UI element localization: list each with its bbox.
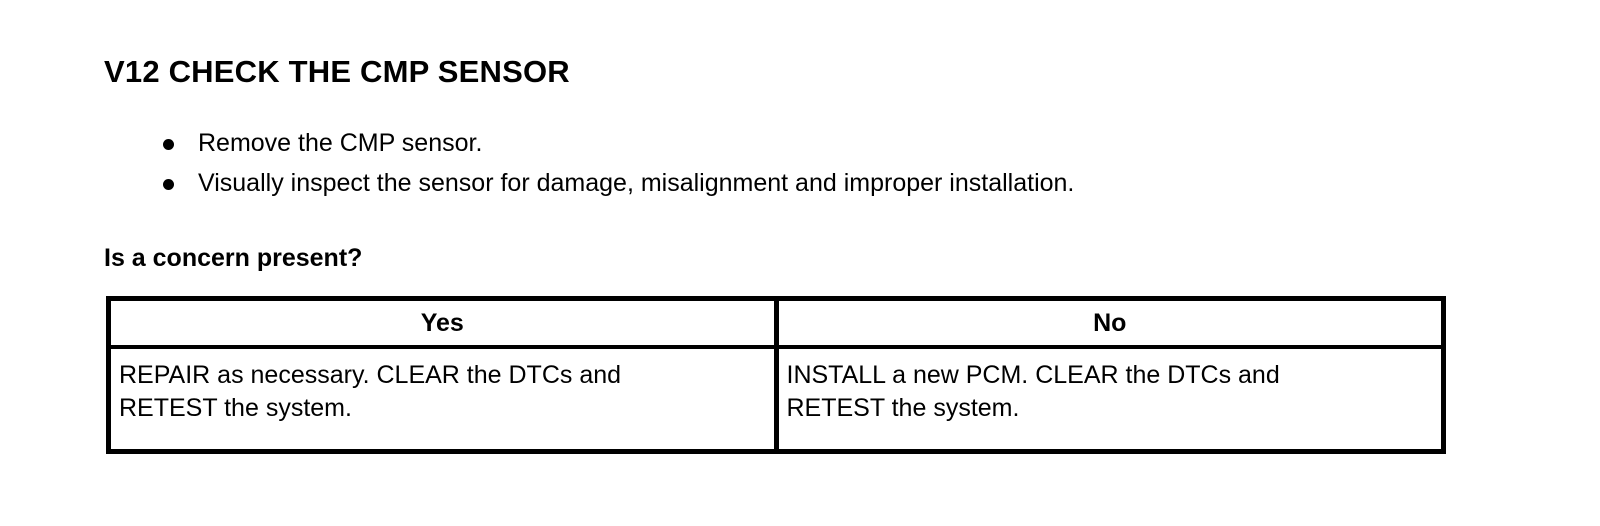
table-header-yes: Yes [111, 301, 779, 349]
cell-line: RETEST the system. [786, 394, 1020, 422]
list-item-label: Remove the CMP sensor. [198, 129, 483, 157]
decision-question: Is a concern present? [104, 244, 363, 272]
bullet-icon [163, 139, 174, 150]
list-item-label: Visually inspect the sensor for damage, … [198, 169, 1075, 197]
list-item: Remove the CMP sensor. [160, 123, 1074, 163]
cell-line: REPAIR as necessary. CLEAR the DTCs and [119, 361, 622, 389]
cell-line: INSTALL a new PCM. CLEAR the DTCs and [786, 361, 1280, 389]
instruction-list: Remove the CMP sensor. Visually inspect … [160, 123, 1074, 203]
decision-table: Yes No REPAIR as necessary. CLEAR the DT… [106, 296, 1446, 454]
bullet-icon [163, 179, 174, 190]
cell-line: RETEST the system. [119, 394, 352, 422]
table-header-row: Yes No [111, 301, 1441, 349]
list-item: Visually inspect the sensor for damage, … [160, 163, 1074, 203]
table-cell-yes-action: REPAIR as necessary. CLEAR the DTCs and … [111, 347, 779, 449]
page-title: V12 CHECK THE CMP SENSOR [104, 53, 570, 89]
table-cell-no-action: INSTALL a new PCM. CLEAR the DTCs and RE… [776, 347, 1441, 449]
table-row: REPAIR as necessary. CLEAR the DTCs and … [111, 347, 1441, 449]
table-header-no: No [776, 301, 1441, 349]
